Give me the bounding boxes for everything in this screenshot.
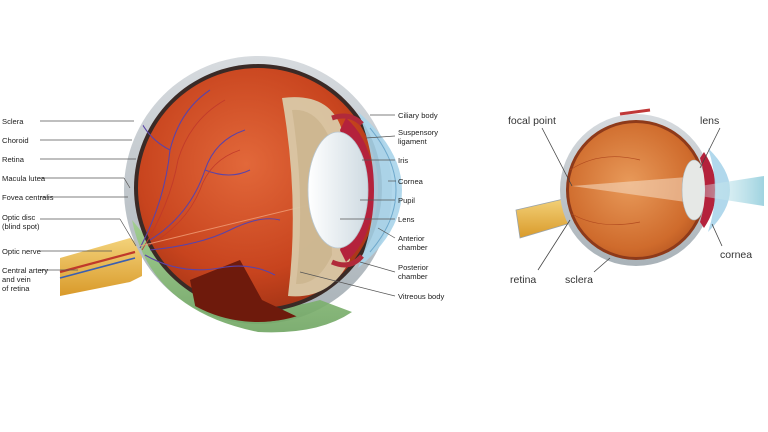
small-leader-lines (537, 127, 723, 273)
label-ciliary-body: Ciliary body (398, 111, 438, 120)
central-vein-shape (59, 257, 136, 279)
label-cornea: Cornea (398, 177, 424, 186)
central-artery-shape (59, 250, 136, 274)
small-label-retina: retina (510, 274, 536, 286)
label-optic-nerve: Optic nerve (2, 247, 41, 256)
small-label-lens: lens (700, 115, 719, 127)
small-label-focal-point: focal point (508, 115, 556, 127)
main-leader-lines (40, 114, 396, 297)
small-eye-illustration (515, 108, 764, 266)
label-pupil: Pupil (398, 196, 415, 205)
main-eye-illustration (59, 56, 402, 333)
label-sclera: Sclera (2, 117, 24, 126)
small-label-cornea: cornea (720, 249, 752, 261)
main-right-labels: Ciliary body Suspensory ligament Iris Co… (398, 111, 444, 301)
main-left-labels: Sclera Choroid Retina Macula lutea Fovea… (2, 117, 54, 293)
label-choroid: Choroid (2, 136, 29, 145)
cornea-shape (358, 112, 402, 268)
label-optic-disc: Optic disc (blind spot) (2, 213, 40, 231)
label-lens: Lens (398, 215, 415, 224)
label-central-artery: Central artery and vein of retina (2, 266, 50, 293)
label-anterior-chamber: Anterior chamber (398, 234, 428, 252)
label-retina: Retina (2, 155, 25, 164)
small-light-beam-shape (700, 176, 764, 206)
label-posterior-chamber: Posterior chamber (398, 263, 431, 281)
retinal-vessels (139, 89, 281, 276)
lens-shape (307, 131, 369, 249)
label-vitreous-body: Vitreous body (398, 292, 444, 301)
small-light-cone-shape (572, 176, 700, 204)
label-suspensory-ligament: Suspensory ligament (398, 128, 440, 146)
label-iris: Iris (398, 156, 408, 165)
label-macula-lutea: Macula lutea (2, 174, 46, 183)
small-label-sclera: sclera (565, 274, 593, 286)
small-labels: focal point lens retina sclera cornea (508, 115, 752, 286)
cut-chamber-shape (190, 260, 300, 322)
label-fovea-centralis: Fovea centralis (2, 193, 54, 202)
